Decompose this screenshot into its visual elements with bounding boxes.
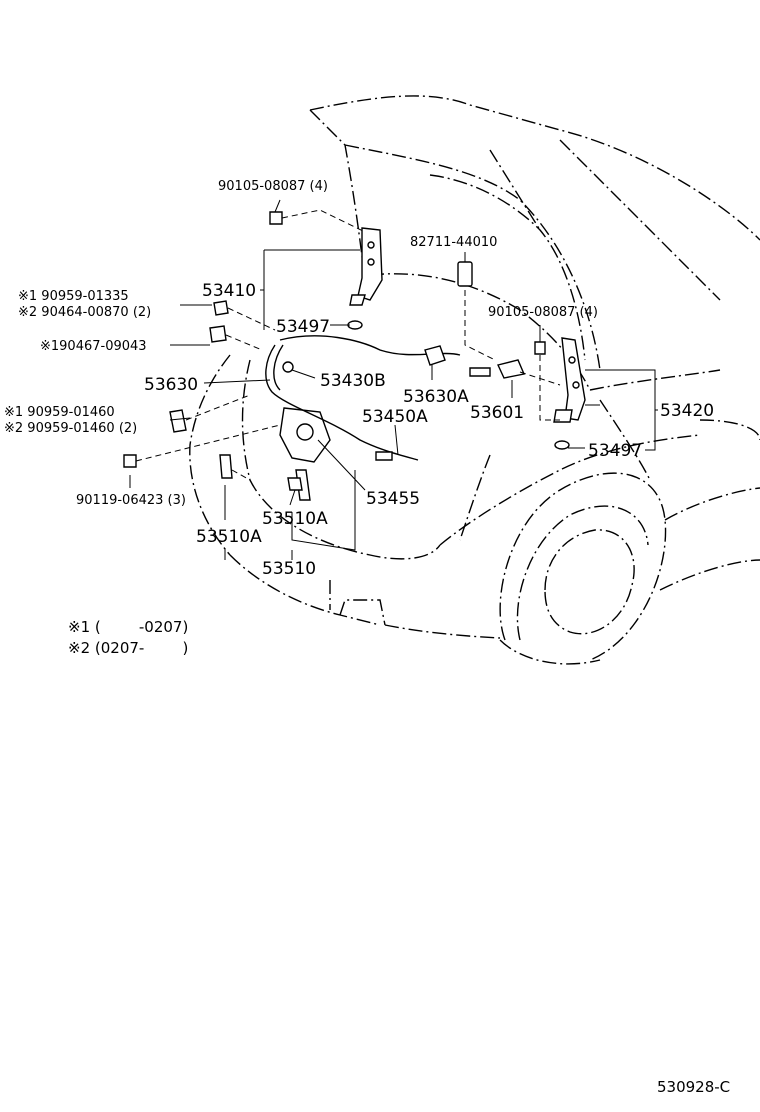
assembly-lines bbox=[135, 209, 561, 481]
part-labels: 90105-08087 (4) 82711-44010 53410 ※1 909… bbox=[4, 179, 714, 579]
label-ref1-a: ※1 90959-01335 bbox=[18, 289, 129, 304]
label-53510a-1: 53510A bbox=[262, 509, 328, 529]
label-ref1-b: ※1 90959-01460 bbox=[4, 405, 115, 420]
label-53430b: 53430B bbox=[320, 371, 386, 391]
label-53497-left: 53497 bbox=[276, 317, 330, 337]
label-53510: 53510 bbox=[262, 559, 316, 579]
label-53410: 53410 bbox=[202, 281, 256, 301]
leader-lines bbox=[129, 199, 658, 560]
label-bolt-right: 90105-08087 (4) bbox=[488, 305, 598, 320]
rear-wheel bbox=[499, 472, 760, 661]
label-bolt-top: 90105-08087 (4) bbox=[218, 179, 328, 194]
label-53630: 53630 bbox=[144, 375, 198, 395]
label-53601: 53601 bbox=[470, 403, 524, 423]
hood-hinge-right bbox=[553, 337, 586, 423]
legend: ※1 ( -0207) ※2 (0207- ) bbox=[68, 618, 188, 657]
small-parts bbox=[123, 211, 570, 491]
label-53497-right: 53497 bbox=[588, 441, 642, 461]
hood-hinge-left bbox=[349, 227, 383, 306]
label-ref1-clip: ※190467-09043 bbox=[40, 339, 147, 354]
label-bolt-bottom: 90119-06423 (3) bbox=[76, 493, 186, 508]
label-82711: 82711-44010 bbox=[410, 235, 497, 250]
label-53420: 53420 bbox=[660, 401, 714, 421]
vehicle-body-outline bbox=[189, 95, 760, 665]
diagram-code: 530928-C bbox=[657, 1078, 730, 1096]
label-53510a-2: 53510A bbox=[196, 527, 262, 547]
label-ref2-a: ※2 90464-00870 (2) bbox=[18, 305, 151, 320]
label-53630a: 53630A bbox=[403, 387, 469, 407]
label-53455: 53455 bbox=[366, 489, 420, 509]
hood-latch bbox=[279, 407, 331, 501]
legend-note-2: ※2 (0207- ) bbox=[68, 639, 188, 657]
label-53450a: 53450A bbox=[362, 407, 428, 427]
legend-note-1: ※1 ( -0207) bbox=[68, 618, 188, 636]
label-ref2-b: ※2 90959-01460 (2) bbox=[4, 421, 137, 436]
